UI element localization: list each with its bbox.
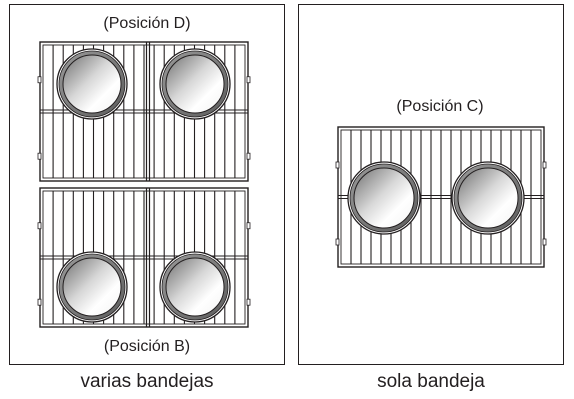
rack-position-c-grid-frame [337, 126, 545, 268]
rack-position-c-grid [335, 126, 547, 268]
rack-position-c-grid-pan-base [353, 167, 415, 229]
rack-position-b-grid-pan-base [165, 257, 225, 317]
rack-position-d-grid-clip [37, 76, 42, 84]
rack-position-c-grid-clip [335, 238, 340, 246]
position-c-label: (Posición C) [396, 98, 484, 115]
rack-position-d-grid-frame [39, 41, 249, 182]
rack-position-d-grid-clip [246, 152, 251, 160]
position-d-label: (Posición D) [103, 15, 191, 32]
rack-position-d-grid-pan-base [165, 54, 225, 114]
rack-position-c-grid-clip [542, 238, 547, 246]
rack-position-b-grid-clip [246, 298, 251, 306]
rack-position-b-grid-clip [37, 298, 42, 306]
rack-position-b-grid-frame [39, 187, 249, 328]
rack-position-d-grid-pan-base [62, 54, 122, 114]
rack-position-c-grid-clip [542, 161, 547, 169]
rack-position-b-grid-pan-base [62, 257, 122, 317]
rack-position-d-grid-clip [246, 76, 251, 84]
rack-position-d-grid-clip [37, 152, 42, 160]
rack-position-b-grid-clip [37, 222, 42, 230]
rack-position-c-grid-clip [335, 161, 340, 169]
multiple-racks-caption: varias bandejas [80, 371, 214, 392]
single-rack-caption: sola bandeja [377, 371, 485, 392]
rack-position-c-grid-pan-base [457, 167, 519, 229]
rack-position-d-grid [37, 41, 251, 182]
rack-position-b-grid [37, 187, 251, 328]
position-b-label: (Posición B) [103, 338, 191, 355]
rack-position-b-grid-clip [246, 222, 251, 230]
